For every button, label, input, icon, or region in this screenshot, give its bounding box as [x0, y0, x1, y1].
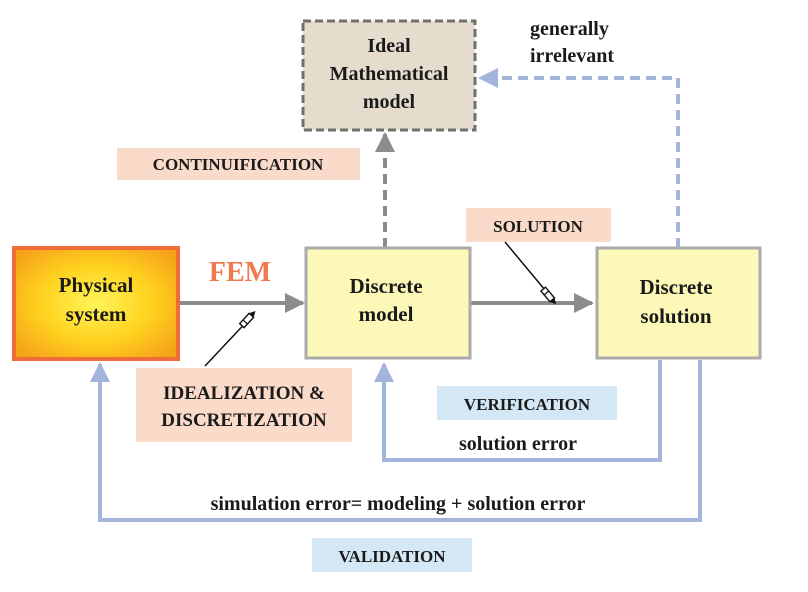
simulation-error-label: simulation error= modeling + solution er… — [211, 493, 586, 515]
ideal-model-label-1: Ideal — [367, 35, 411, 57]
solution-pointer-line — [504, 241, 546, 291]
physical-system-box — [12, 246, 180, 361]
discrete-solution-box — [595, 246, 762, 360]
idealization-tag-line1: IDEALIZATION & — [163, 383, 325, 404]
verification-tag: VERIFICATION — [464, 395, 591, 414]
continuification-tag: CONTINUIFICATION — [153, 155, 324, 174]
solution-error-label: solution error — [459, 433, 577, 455]
verification-tag-bg — [437, 386, 617, 420]
discrete-model-box — [304, 246, 472, 360]
validation-loop-arrow — [90, 360, 702, 522]
idealization-tag-line2: DISCRETIZATION — [161, 410, 327, 431]
discrete-solution-label-1: Discrete — [639, 275, 712, 299]
knife-icon — [238, 310, 256, 329]
ideal-model-box — [301, 19, 477, 132]
ideal-model-label-3: model — [363, 91, 416, 113]
discrete-model-label-1: Discrete — [349, 274, 422, 298]
solution-tag: SOLUTION — [493, 217, 583, 236]
generally-irrelevant-label-1: generally — [530, 18, 609, 40]
pointer-tip-icon — [539, 286, 557, 305]
validation-tag: VALIDATION — [338, 547, 446, 566]
validation-tag-bg — [312, 538, 472, 572]
verification-loop-arrow — [374, 360, 662, 462]
discrete-model-label-2: model — [359, 302, 414, 326]
fem-label: FEM — [209, 257, 271, 288]
continuification-tag-bg — [117, 148, 360, 180]
discrete-solution-label-2: solution — [640, 304, 712, 328]
generally-irrelevant-arrow — [478, 68, 680, 248]
ideal-model-label-2: Mathematical — [330, 63, 449, 85]
generally-irrelevant-label-2: irrelevant — [530, 45, 614, 67]
physical-system-label-1: Physical — [59, 273, 134, 297]
idealization-tag-bg — [136, 368, 352, 442]
solution-tag-bg — [466, 208, 611, 242]
physical-system-label-2: system — [66, 302, 127, 326]
